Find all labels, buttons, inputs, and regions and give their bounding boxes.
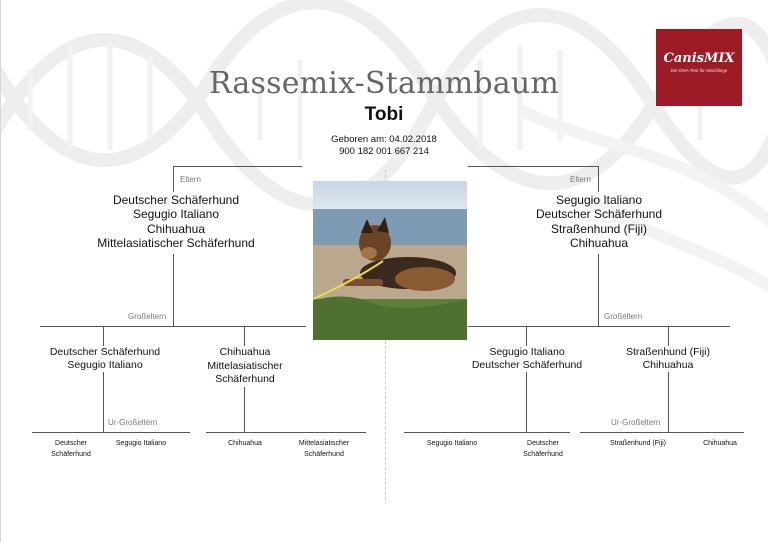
left-parent-to-gp-line <box>173 254 174 326</box>
left-gp2-breed: Mittelasiatischer <box>207 359 283 372</box>
right-gp1-breed: Deutscher Schäferhund <box>471 358 583 371</box>
left-grandparents-line <box>40 326 306 327</box>
ggp-text: Deutscher <box>527 440 559 447</box>
right-grandparents-line <box>468 326 730 327</box>
right-ggp-2: Deutscher Schäferhund <box>508 438 578 460</box>
right-parents-line <box>468 166 598 167</box>
ggp-text: Straßenhund (Fiji) <box>609 440 667 447</box>
left-ggp-3: Chihuahua <box>210 438 280 449</box>
left-gp2-stem <box>244 326 245 346</box>
ggp-text: Chihuahua <box>703 440 737 447</box>
right-ggp-4: Chihuahua <box>690 438 750 449</box>
right-gp2-breed: Straßenhund (Fiji) <box>625 346 711 358</box>
left-gp1-to-ggp-line <box>103 372 104 432</box>
left-ggp-4: Mittelasiatischer Schäferhund <box>288 438 360 460</box>
right-parent-breed: Deutscher Schäferhund <box>535 207 663 222</box>
chip-number: 900 182 001 667 214 <box>339 146 429 157</box>
right-gp1-stem <box>526 326 527 346</box>
right-grandparent-2: Straßenhund (Fiji) Chihuahua <box>603 346 733 371</box>
left-gp2-breed: Schäferhund <box>215 373 275 385</box>
left-gp1-breed: Deutscher Schäferhund <box>49 346 161 358</box>
left-parents-stem <box>173 166 174 192</box>
left-great-grandparents-label: Ur-Großeltern <box>108 418 158 427</box>
page-title: Rassemix-Stammbaum <box>208 66 560 101</box>
right-ggp-line-a <box>404 432 570 433</box>
ggp-text: Chihuahua <box>228 440 262 447</box>
dog-name: Tobi <box>364 104 404 125</box>
right-ggp-3: Straßenhund (Fiji) <box>598 438 678 449</box>
right-gp1-to-ggp-line <box>526 372 527 432</box>
left-gp1-stem <box>103 326 104 346</box>
left-grandparents-label: Großeltern <box>128 312 167 321</box>
left-parent-breed: Segugio Italiano <box>132 207 220 222</box>
right-ggp-1: Segugio Italiano <box>416 438 488 449</box>
left-ggp-2: Segugio Italiano <box>106 438 176 449</box>
right-great-grandparents-label: Ur-Großeltern <box>611 418 661 427</box>
ggp-text: Schäferhund <box>523 451 563 458</box>
left-gp1-breed: Segugio Italiano <box>67 358 143 371</box>
right-ggp-line-b <box>580 432 744 433</box>
right-parent-breed: Straßenhund (Fiji) <box>550 221 648 236</box>
dog-photo <box>313 181 467 340</box>
right-parent-breed: Segugio Italiano <box>555 193 643 207</box>
right-gp2-breed: Chihuahua <box>642 358 694 371</box>
canismix-logo: CanisMIX Der DNA-Test für Mischlinge <box>656 29 742 106</box>
page-left-border <box>0 0 1 542</box>
right-parent-breeds: Segugio Italiano Deutscher Schäferhund S… <box>494 193 704 251</box>
left-parent-breeds: Deutscher Schäferhund Segugio Italiano C… <box>71 193 281 251</box>
ggp-text: Mittelasiatischer <box>298 440 350 447</box>
left-grandparent-1: Deutscher Schäferhund Segugio Italiano <box>40 346 170 371</box>
right-parent-to-gp-line <box>598 254 599 326</box>
ggp-text: Schäferhund <box>304 451 344 458</box>
logo-tagline: Der DNA-Test für Mischlinge <box>670 68 728 73</box>
left-parents-line <box>173 166 302 167</box>
left-gp2-breed: Chihuahua <box>219 346 271 358</box>
left-ggp-1: Deutscher Schäferhund <box>36 438 106 460</box>
right-grandparents-label: Großeltern <box>604 312 643 321</box>
left-gp2-to-ggp-line <box>244 387 245 432</box>
left-parent-breed: Deutscher Schäferhund <box>112 193 240 207</box>
birth-date: Geboren am: 04.02.2018 <box>331 134 437 145</box>
ggp-text: Segugio Italiano <box>426 440 478 447</box>
left-ggp-line-b <box>206 432 366 433</box>
right-parent-breed: Chihuahua <box>569 236 629 251</box>
logo-brand-text: CanisMIX <box>663 51 735 66</box>
left-parent-breed: Mittelasiatischer Schäferhund <box>97 236 255 251</box>
ggp-text: Deutscher <box>55 440 87 447</box>
left-parents-label: Eltern <box>180 175 201 184</box>
right-parents-stem <box>598 166 599 192</box>
left-grandparent-2: Chihuahua Mittelasiatischer Schäferhund <box>190 346 300 387</box>
left-parent-breed: Chihuahua <box>146 221 206 236</box>
ggp-text: Schäferhund <box>51 451 91 458</box>
ggp-text: Segugio Italiano <box>115 440 167 447</box>
right-gp1-breed: Segugio Italiano <box>489 346 565 358</box>
right-parents-label: Eltern <box>570 175 591 184</box>
right-gp2-to-ggp-line <box>668 372 669 432</box>
right-grandparent-1: Segugio Italiano Deutscher Schäferhund <box>462 346 592 371</box>
right-gp2-stem <box>668 326 669 346</box>
left-ggp-line-a <box>32 432 190 433</box>
